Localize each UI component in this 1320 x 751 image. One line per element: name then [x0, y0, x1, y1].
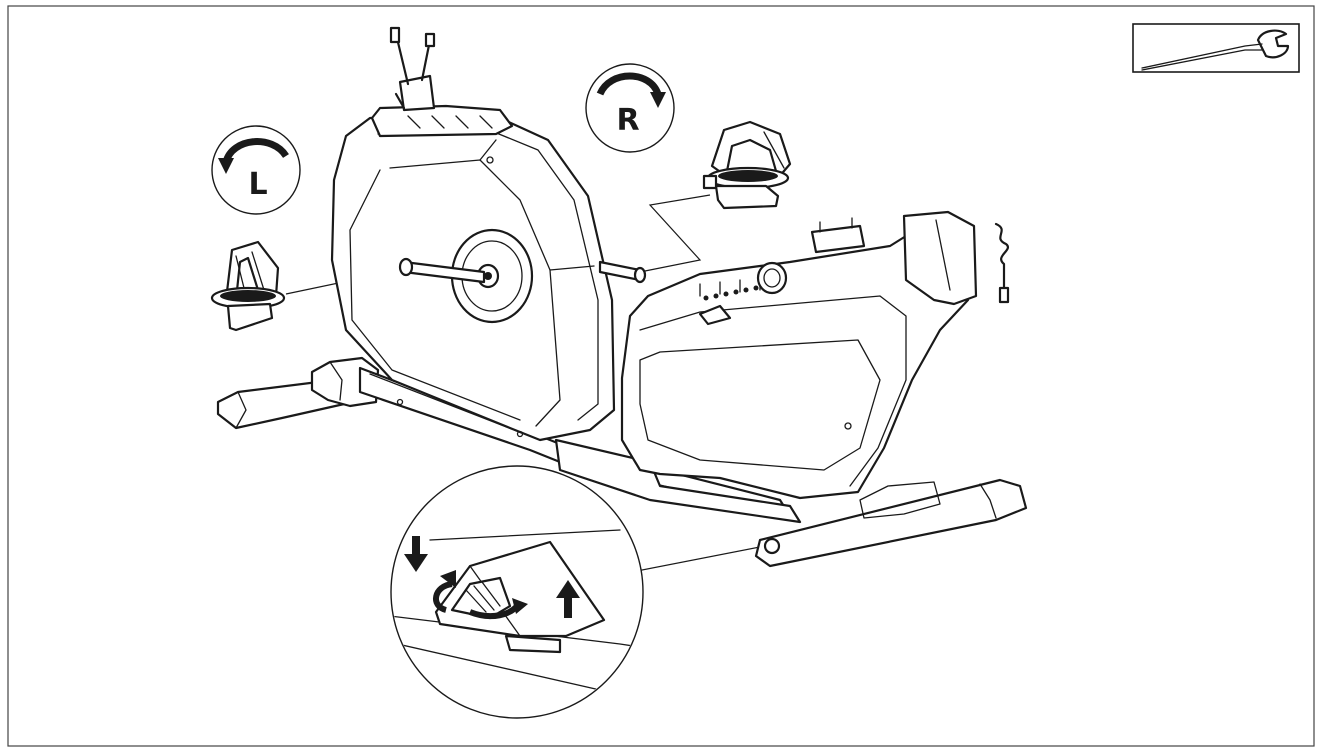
arrowhead-right-icon	[650, 92, 666, 108]
rear-stabilizer	[216, 356, 380, 430]
left-rotation-badge: L	[211, 125, 301, 215]
wrench-tool-box	[1132, 23, 1300, 73]
turn-counterclockwise-icon	[433, 581, 453, 613]
crank-assembly	[398, 228, 647, 324]
leveler-leader	[631, 544, 771, 573]
raise-arrow-icon	[556, 580, 580, 618]
arrowhead-left-icon	[218, 158, 234, 174]
console-mast	[370, 26, 514, 138]
page-frame	[7, 5, 1315, 747]
counterclockwise-arrow-icon	[222, 138, 289, 164]
right-pedal	[702, 120, 792, 210]
seat-adjust-knob	[756, 217, 866, 295]
right-rotation-badge: R	[585, 63, 675, 153]
clockwise-arrow-icon	[596, 72, 662, 96]
right-rotation-label: R	[616, 103, 639, 138]
wrench-icon	[1141, 29, 1290, 71]
right-pedal-leader	[639, 194, 711, 273]
rear-handle	[902, 210, 1010, 306]
leveler-detail-view	[390, 465, 644, 719]
lower-arrow-icon	[404, 536, 428, 572]
exercise-bike	[216, 26, 1028, 568]
pulse-cable	[994, 222, 1009, 302]
leveler-knob	[763, 537, 781, 555]
front-stabilizer	[754, 478, 1028, 568]
left-rotation-label: L	[248, 167, 267, 202]
seat-frame	[620, 228, 970, 500]
left-pedal	[210, 240, 286, 332]
